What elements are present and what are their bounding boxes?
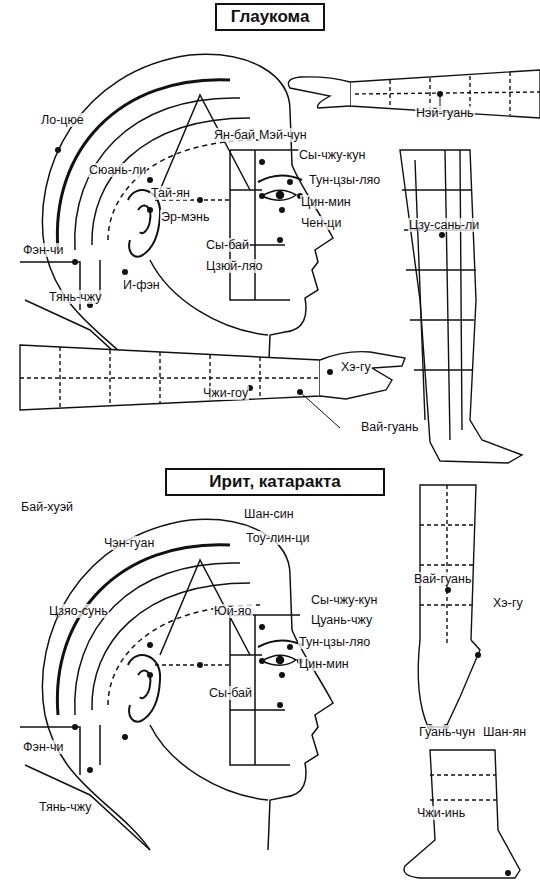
heading-box: Ирит, катаракта bbox=[165, 468, 385, 496]
point-label: Цин-мин bbox=[298, 657, 350, 671]
point-label: Фэн-чи bbox=[22, 740, 64, 754]
point-label: Гуань-чун bbox=[418, 725, 476, 739]
point-label: Хэ-гу bbox=[492, 596, 524, 610]
point-label: Сы-бай bbox=[205, 238, 250, 252]
foot bbox=[404, 750, 520, 878]
heading-text: Ирит, катаракта bbox=[209, 472, 340, 492]
head-profile bbox=[20, 519, 333, 850]
point-label: Чжи-инь bbox=[416, 806, 466, 820]
point-label: Шан-ян bbox=[482, 725, 527, 739]
point-label: Тоу-лин-ци bbox=[245, 531, 310, 545]
point-label: Тянь-чжу bbox=[48, 290, 103, 304]
point-label: Цзу-сань-ли bbox=[408, 218, 480, 232]
leg-grid bbox=[402, 150, 476, 440]
point-label: Ло-цюе bbox=[40, 113, 85, 127]
point-label: Сы-чжу-кун bbox=[298, 148, 366, 162]
point-label: Сюань-ли bbox=[88, 163, 147, 177]
point-label: Мэй-чун bbox=[258, 128, 308, 142]
point-label: Сы-чжу-кун bbox=[310, 593, 378, 607]
point-label: Эр-мэнь bbox=[160, 210, 211, 224]
heading-box: Глаукома bbox=[215, 3, 325, 31]
heading-text: Глаукома bbox=[231, 7, 310, 27]
point-label: Цин-мин bbox=[300, 195, 352, 209]
head-profile bbox=[20, 54, 333, 385]
point-label: Чжи-гоу bbox=[202, 386, 249, 400]
arm-grid bbox=[20, 347, 320, 408]
hand bbox=[320, 352, 405, 399]
point-label: Вай-гуань bbox=[360, 420, 419, 434]
point-marks bbox=[247, 91, 445, 395]
point-label: Цзюй-ляо bbox=[205, 259, 264, 273]
leader-line bbox=[300, 94, 440, 428]
point-label: Фэн-чи bbox=[22, 243, 64, 257]
point-label: Хэ-гу bbox=[340, 360, 372, 374]
point-label: Тянь-чжу bbox=[38, 800, 93, 814]
point-label: Бай-хуэй bbox=[20, 500, 74, 514]
point-label: И-фэн bbox=[122, 278, 161, 292]
leg bbox=[400, 150, 522, 463]
point-label: Шан-син bbox=[243, 507, 295, 521]
hand bbox=[288, 77, 350, 108]
point-label: Тун-цзы-ляо bbox=[308, 173, 381, 187]
arm-grid bbox=[420, 485, 476, 645]
point-label: Юй-яо bbox=[213, 604, 253, 618]
hand bbox=[418, 640, 480, 727]
point-label: Тай-ян bbox=[150, 186, 191, 200]
point-label: Чен-ци bbox=[300, 216, 343, 230]
leg-grid bbox=[430, 775, 497, 800]
point-label: Нэй-гуань bbox=[415, 106, 475, 120]
point-label: Тун-цзы-ляо bbox=[298, 635, 371, 649]
forearm bbox=[20, 345, 320, 410]
point-label: Чэн-гуан bbox=[103, 536, 155, 550]
panel-glaucoma bbox=[20, 54, 540, 463]
point-label: Вай-гуань bbox=[413, 572, 472, 586]
point-label: Сы-бай bbox=[208, 686, 253, 700]
forearm bbox=[420, 485, 476, 650]
point-label: Цуань-чжу bbox=[310, 613, 373, 627]
panel-iritis bbox=[20, 485, 520, 878]
point-label: Ян-бай bbox=[213, 128, 256, 142]
point-label: Цзяо-сунь bbox=[48, 604, 109, 618]
